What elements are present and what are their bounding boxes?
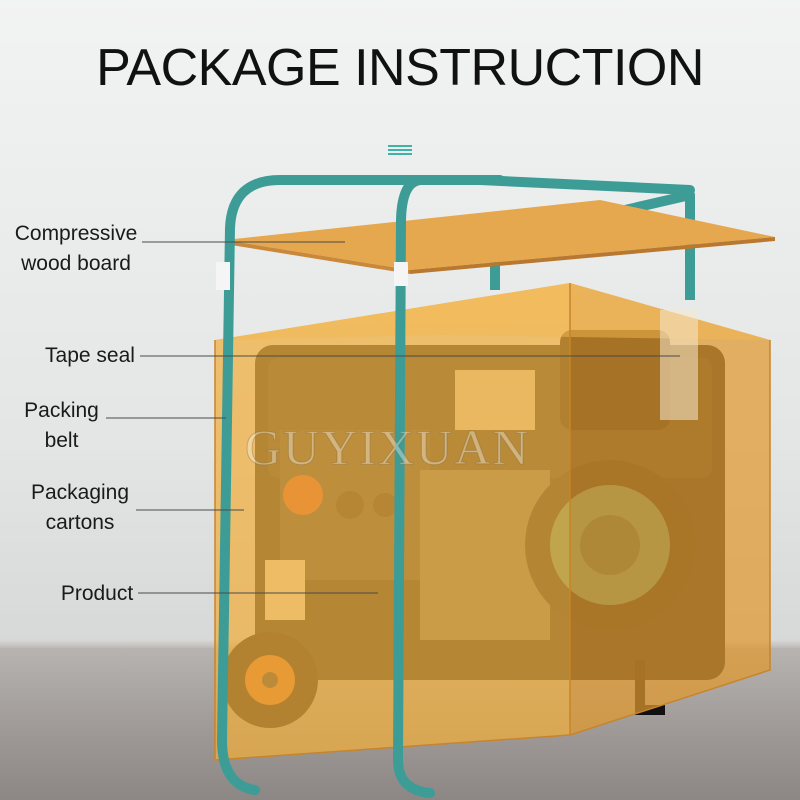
label-tape-seal: Tape seal [45, 344, 135, 367]
label-packaging-cartons: Packaging cartons [30, 481, 130, 534]
leader-lines [106, 241, 680, 594]
packaging-carton [214, 283, 771, 761]
compressive-wood-board [225, 200, 775, 274]
stack-icon [388, 145, 412, 157]
label-wood-board: Compressive wood board [14, 222, 138, 275]
packing-belt-front [217, 175, 695, 798]
page-title: PACKAGE INSTRUCTION [96, 39, 704, 97]
watermark: GUYIXUAN [245, 419, 531, 476]
label-packing-belt: Packing belt [24, 399, 99, 452]
tape-mark [216, 262, 230, 290]
label-product: Product [60, 582, 134, 605]
tape-mark [394, 262, 408, 286]
tape-seal [660, 310, 698, 420]
